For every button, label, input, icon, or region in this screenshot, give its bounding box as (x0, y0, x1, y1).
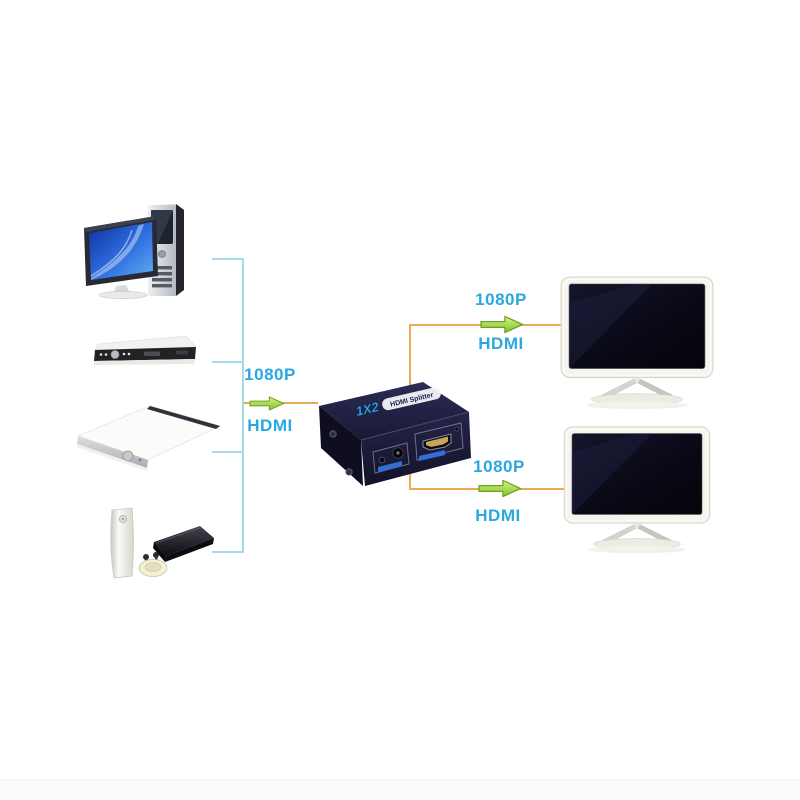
tv-screen (568, 283, 706, 369)
side-screw (329, 430, 337, 438)
dvd-player-icon (94, 335, 197, 365)
ps3-console (153, 526, 214, 562)
tv-top-icon (560, 276, 714, 410)
tv-stand (585, 377, 689, 410)
input-flow-arrow-icon (249, 396, 285, 411)
led-hole (454, 426, 460, 432)
settop-knob (122, 450, 134, 462)
photo-edge-band (0, 779, 800, 800)
output-bottom-resolution-label: 1080P (473, 457, 525, 476)
dvd-eject-knob (110, 350, 120, 359)
cable-output-bottom-vertical (409, 460, 411, 490)
side-screw (345, 468, 353, 476)
output-bottom-flow-arrow-icon (478, 479, 522, 498)
splitter-side-face (319, 406, 363, 486)
bracket-tick-computer (212, 258, 244, 260)
cable-output-top-vertical (409, 324, 411, 390)
output-top-resolution-label: 1080P (475, 290, 527, 309)
xbox-console (110, 507, 134, 579)
hdmi-splitter-icon: 1X2 HDMI Splitter (319, 382, 471, 486)
hdmi-label-strip (419, 450, 445, 461)
game-consoles-icon (110, 507, 214, 579)
tv-stand (587, 522, 687, 554)
screw-hole (378, 456, 386, 464)
wii-wheel-accessory (138, 552, 168, 577)
computer-monitor (84, 216, 158, 299)
output-bottom-cable-label: HDMI (475, 506, 521, 525)
bracket-tick-dvd (212, 361, 244, 363)
input-resolution-label: 1080P (244, 365, 296, 384)
splitter-model-text: 1X2 (354, 399, 381, 419)
desktop-computer-icon (84, 204, 184, 299)
bracket-tick-consoles (212, 551, 244, 553)
dvd-display (144, 351, 160, 356)
output-top-cable-label: HDMI (478, 334, 524, 353)
bracket-tick-settop (212, 451, 244, 453)
input-cable-label: HDMI (247, 416, 293, 435)
tv-screen (571, 433, 703, 515)
power-label-strip (378, 461, 402, 472)
set-top-box-icon (76, 405, 222, 471)
bracket-line-vertical (242, 258, 244, 553)
output-top-flow-arrow-icon (480, 315, 524, 334)
tv-bottom-icon (563, 426, 711, 554)
